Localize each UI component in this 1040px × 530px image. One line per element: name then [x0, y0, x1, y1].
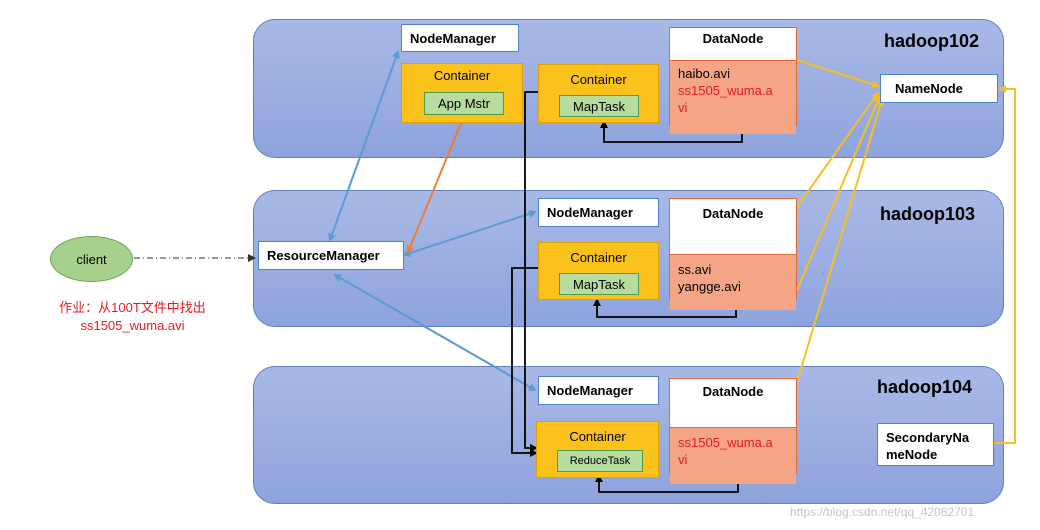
data-node-files: ss1505_wuma.a vi	[670, 427, 796, 484]
container-label: Container	[569, 429, 626, 444]
watermark-text: https://blog.csdn.net/qq_42082701	[790, 505, 975, 519]
maptask-103[interactable]: MapTask	[559, 273, 639, 295]
container-label: Container	[433, 68, 491, 83]
task-label: MapTask	[572, 98, 626, 114]
homework-note: 作业：从100T文件中找出 ss1505_wuma.avi	[40, 299, 225, 335]
dn103-nn-arrow	[796, 91, 880, 208]
dn104-nn-arrow	[796, 98, 885, 383]
dn102-read-arrow	[600, 120, 743, 143]
task-label: App Mstr	[437, 96, 490, 111]
data-node-title: DataNode	[702, 31, 764, 46]
container-label: Container	[570, 250, 627, 265]
data-node-files: haibo.avi ss1505_wuma.a vi	[670, 60, 796, 134]
maptask-102[interactable]: MapTask	[559, 95, 639, 117]
snn-nn-arrow	[994, 85, 1016, 444]
dn102-nn-arrow	[796, 59, 880, 88]
reducetask-104[interactable]: ReduceTask	[557, 450, 643, 472]
map102-reduce-arrow	[524, 91, 538, 452]
note-line: 作业：从100T文件中找出	[59, 300, 206, 315]
task-label: MapTask	[572, 276, 626, 292]
map103-reduce-arrow	[511, 267, 538, 457]
host-name: hadoop103	[880, 204, 976, 224]
host-name: hadoop102	[884, 31, 980, 51]
rm-nm103-arrow	[402, 210, 537, 257]
rm-nm104-arrow	[333, 274, 537, 391]
file-entry: yangge.avi	[678, 279, 741, 294]
note-line: ss1505_wuma.avi	[80, 318, 185, 333]
secondary-name-node-line: SecondaryNa	[886, 430, 970, 445]
name-node-box[interactable]: NameNode	[880, 74, 998, 103]
data-node-hadoop102[interactable]: DataNode haibo.avi ss1505_wuma.a vi	[669, 27, 797, 134]
name-node-label: NameNode	[895, 81, 963, 96]
host-name: hadoop104	[877, 377, 973, 397]
container-app-master[interactable]: Container App Mstr	[401, 63, 523, 123]
task-label: ReduceTask	[569, 455, 631, 467]
file-entry: ss1505_wuma.a	[678, 435, 773, 450]
node-manager-hadoop102[interactable]: NodeManager	[401, 24, 519, 52]
secondary-name-node-line: meNode	[886, 447, 938, 462]
file-entry: vi	[678, 452, 688, 467]
file-entry: ss.avi	[678, 262, 712, 277]
resource-manager-label: ResourceManager	[267, 248, 380, 263]
node-manager-label: NodeManager	[547, 205, 633, 220]
data-node-files: ss.avi yangge.avi	[670, 254, 796, 310]
data-node-hadoop104[interactable]: DataNode ss1505_wuma.a vi	[669, 378, 797, 484]
dn103b-nn-arrow	[796, 94, 882, 291]
client-label: client	[76, 251, 107, 267]
app-master-task[interactable]: App Mstr	[424, 92, 504, 115]
container-maptask-103[interactable]: Container MapTask	[538, 242, 659, 300]
node-manager-label: NodeManager	[410, 30, 496, 46]
container-reducetask-104[interactable]: Container ReduceTask	[536, 421, 659, 478]
file-entry: haibo.avi	[678, 66, 731, 81]
rm-nm102-arrow	[328, 50, 400, 242]
file-entry: vi	[678, 100, 688, 115]
node-manager-hadoop103[interactable]: NodeManager	[538, 198, 659, 227]
client-node[interactable]: client	[50, 236, 133, 282]
node-manager-hadoop104[interactable]: NodeManager	[538, 376, 659, 405]
node-manager-label: NodeManager	[547, 383, 633, 398]
secondary-name-node-box[interactable]: SecondaryNa meNode	[877, 423, 994, 466]
data-node-title: DataNode	[702, 384, 764, 399]
container-maptask-102[interactable]: Container MapTask	[538, 64, 659, 123]
rm-appmaster-arrow	[406, 114, 466, 254]
data-node-hadoop103[interactable]: DataNode ss.avi yangge.avi	[669, 198, 797, 310]
file-entry: ss1505_wuma.a	[678, 83, 773, 98]
container-label: Container	[570, 72, 627, 87]
data-node-title: DataNode	[702, 206, 764, 221]
resource-manager-box[interactable]: ResourceManager	[258, 241, 404, 270]
